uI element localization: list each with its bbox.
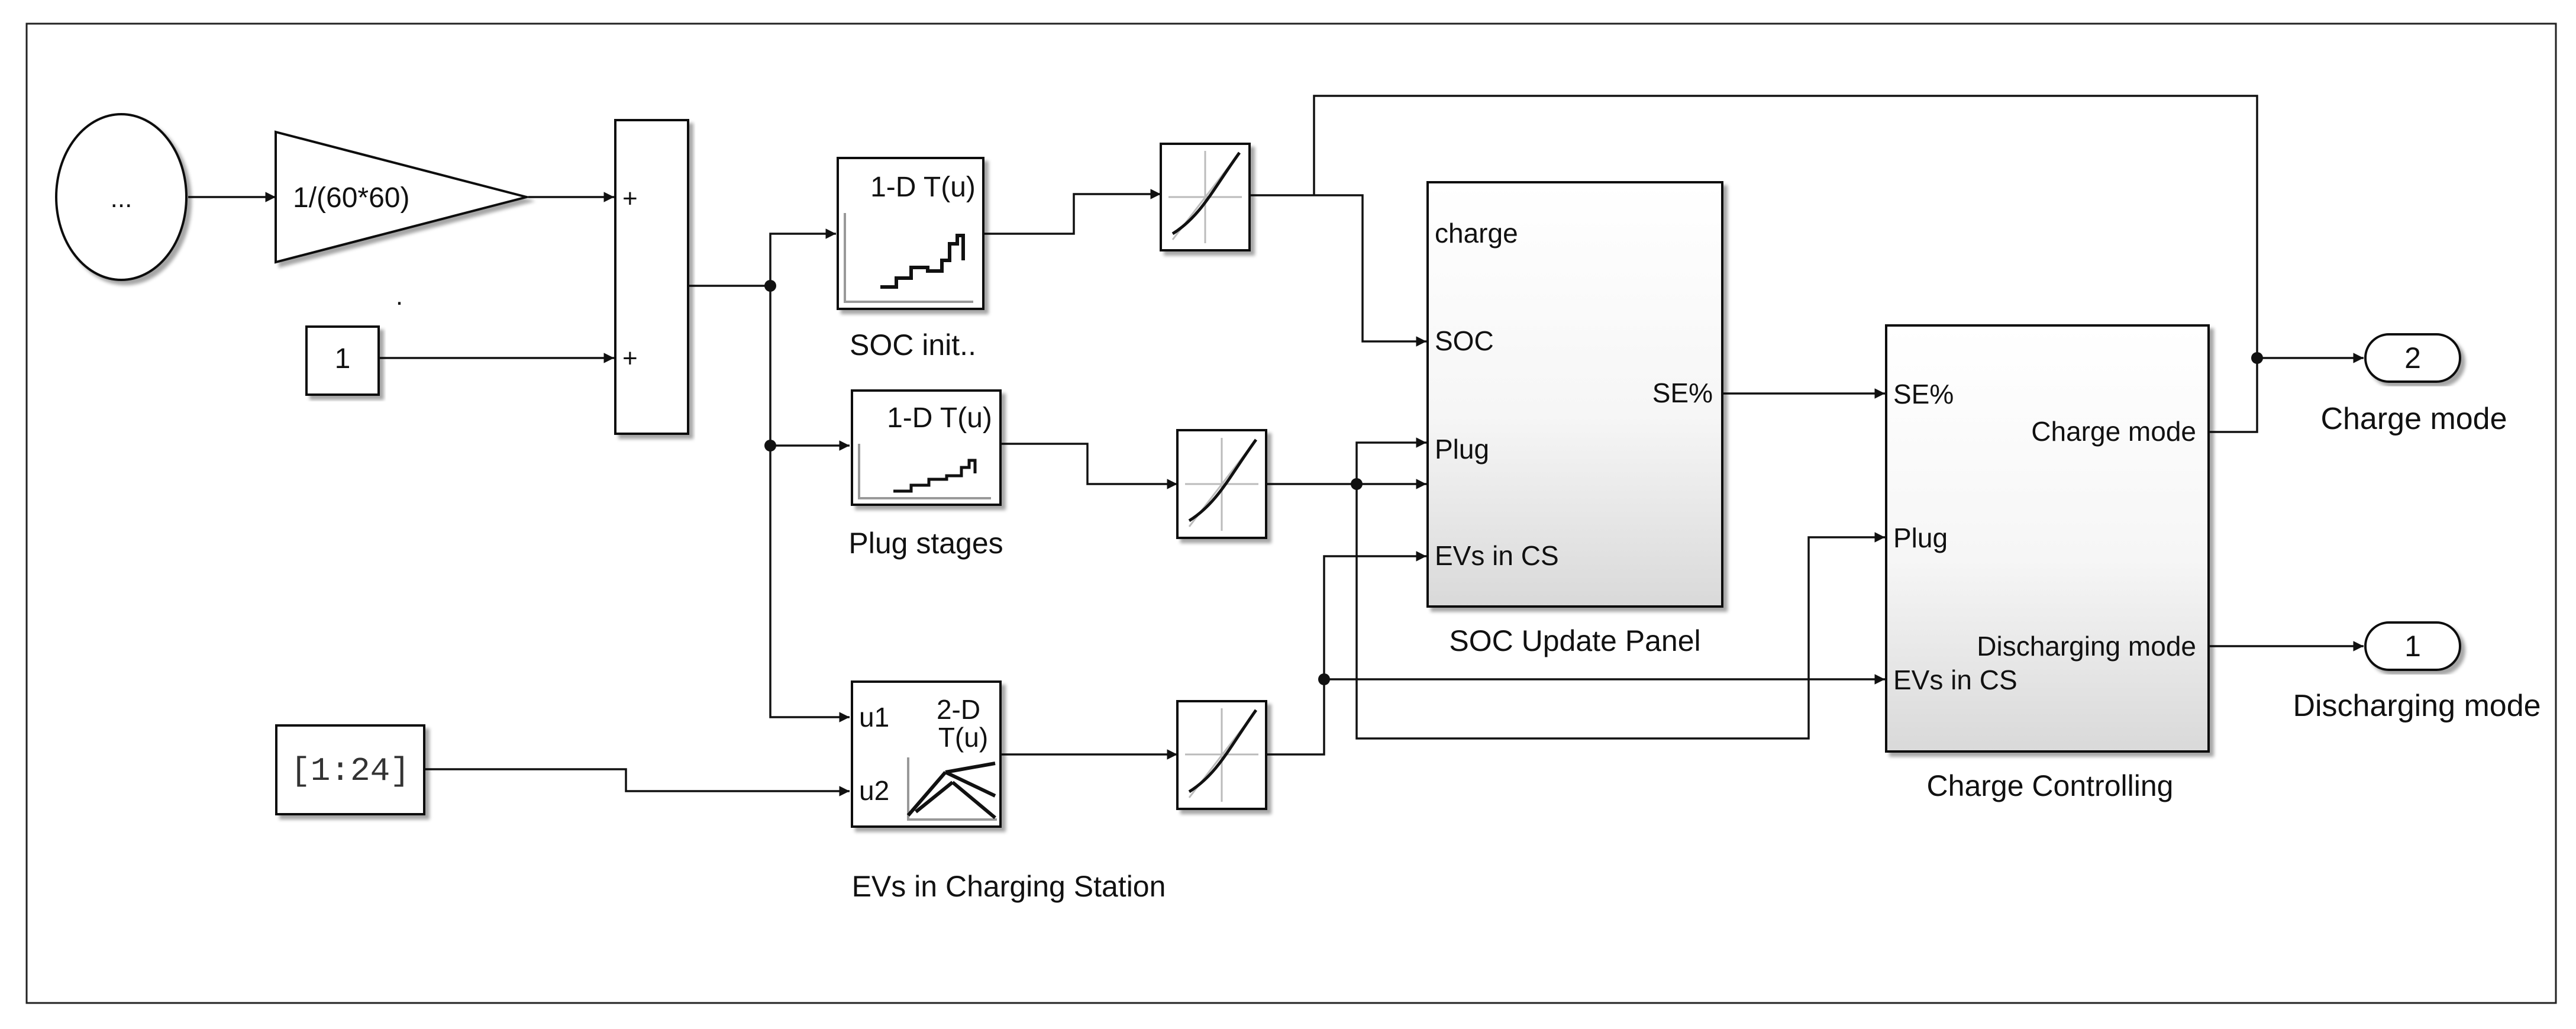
- lut-ev-axes-icon: [907, 757, 997, 821]
- constant-label: .: [396, 282, 403, 311]
- lut-ev-in1-label: u1: [859, 702, 889, 733]
- saturation-block-3[interactable]: [1176, 700, 1267, 810]
- charge-controlling-block[interactable]: SE% Plug EVs in CS Charge mode Dischargi…: [1885, 324, 2210, 753]
- vector-constant-block[interactable]: [1:24]: [275, 724, 425, 815]
- sum-plus-2: +: [622, 344, 638, 373]
- lut-ev-label: EVs in Charging Station: [852, 870, 1166, 903]
- lut-ev-title-2: T(u): [938, 722, 988, 753]
- lookup-table-soc-block[interactable]: 1-D T(u): [837, 157, 984, 310]
- outport-charge-mode[interactable]: 2: [2364, 333, 2461, 383]
- saturation-curve-icon: [1171, 151, 1241, 236]
- saturation-curve-icon: [1188, 709, 1258, 793]
- charge-ctrl-out-charge: Charge mode: [2031, 416, 2196, 447]
- soc-panel-in-charge: charge: [1435, 218, 1518, 249]
- soc-panel-in-evs: EVs in CS: [1435, 540, 1559, 571]
- soc-panel-out-se: SE%: [1652, 378, 1713, 408]
- lookup-table-plug-block[interactable]: 1-D T(u): [851, 389, 1002, 506]
- sum-plus-1: +: [622, 184, 638, 213]
- lut-soc-axes-icon: [844, 213, 973, 303]
- lut-plug-label: Plug stages: [848, 527, 1003, 560]
- outport-discharging-mode[interactable]: 1: [2364, 621, 2461, 671]
- lut-ev-title-1: 2-D: [937, 694, 980, 725]
- wires: [188, 95, 2364, 796]
- lut-plug-stairs-icon: [893, 459, 977, 493]
- charge-ctrl-in-evs: EVs in CS: [1893, 665, 2017, 695]
- lut-plug-title: 1-D T(u): [887, 402, 992, 434]
- lut-ev-in2-label: u2: [859, 775, 889, 806]
- saturation-block-1[interactable]: [1160, 143, 1251, 251]
- charge-ctrl-label: Charge Controlling: [1927, 769, 2174, 802]
- outport-discharge-number: 1: [2404, 630, 2421, 663]
- lut-soc-label: SOC init..: [850, 328, 976, 362]
- lut-soc-title: 1-D T(u): [870, 172, 976, 203]
- vector-constant-text: [1:24]: [290, 752, 410, 790]
- outport-discharge-label: Discharging mode: [2293, 689, 2541, 723]
- gain-block[interactable]: 1/(60*60): [275, 130, 531, 264]
- outport-charge-number: 2: [2404, 341, 2421, 375]
- charge-ctrl-out-discharge: Discharging mode: [1977, 631, 2196, 662]
- soc-panel-in-plug: Plug: [1435, 434, 1489, 464]
- lookup-table-ev-block[interactable]: 2-D T(u) u1 u2: [851, 680, 1002, 828]
- constant-block[interactable]: 1: [305, 325, 380, 396]
- soc-panel-label: SOC Update Panel: [1449, 624, 1700, 657]
- gain-text: 1/(60*60): [293, 182, 409, 214]
- lut-plug-axes-icon: [858, 444, 991, 499]
- charge-ctrl-in-se: SE%: [1893, 379, 1954, 409]
- clock-block[interactable]: ...: [55, 113, 188, 281]
- soc-update-panel-block[interactable]: charge SOC Plug EVs in CS SE%: [1426, 181, 1723, 608]
- clock-text: ...: [111, 184, 133, 213]
- sum-block[interactable]: + +: [614, 119, 689, 435]
- charge-ctrl-in-plug: Plug: [1893, 522, 1948, 553]
- lut-soc-stairs-icon: [880, 234, 965, 289]
- outport-charge-label: Charge mode: [2320, 402, 2507, 436]
- saturation-curve-icon: [1188, 438, 1258, 522]
- soc-panel-in-soc: SOC: [1435, 325, 1494, 356]
- saturation-block-2[interactable]: [1176, 429, 1267, 539]
- constant-text: 1: [335, 343, 351, 375]
